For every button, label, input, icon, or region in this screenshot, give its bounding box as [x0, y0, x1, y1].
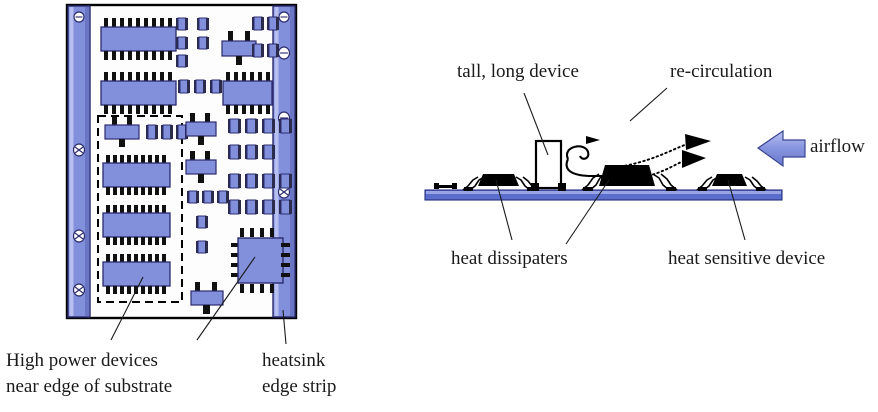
chip-resistor [252, 43, 264, 58]
tall-long-device [531, 139, 566, 191]
transistor [185, 113, 217, 145]
chip-resistor [279, 199, 292, 215]
chip-resistor [176, 17, 188, 31]
dip-package [102, 254, 171, 294]
chip-resistor [178, 79, 190, 94]
small-passive [434, 183, 457, 189]
leader-heat-sensitive [727, 179, 746, 241]
airflow-arrow [756, 129, 806, 168]
chip-resistor [279, 118, 292, 134]
chip-resistor [187, 190, 199, 204]
chip-resistor [197, 17, 209, 31]
heat-dissipater-2 [581, 165, 678, 191]
heat-dissipater-1 [462, 174, 538, 191]
chip-resistor [245, 118, 258, 134]
chip-resistor [217, 190, 229, 204]
chip-resistor [146, 124, 158, 140]
chip-resistor [267, 16, 279, 31]
label-high-power-line1: High power devices [6, 350, 158, 371]
chip-resistor [262, 144, 275, 160]
leader-heatsink [282, 309, 287, 345]
recirculation-vortex [565, 136, 611, 178]
chip-resistor [197, 36, 209, 50]
chip-resistor [245, 199, 258, 215]
label-heat-sensitive-device: heat sensitive device [668, 248, 825, 269]
dip-package [102, 205, 171, 245]
label-heatsink-line1: heatsink [262, 350, 326, 371]
label-heatsink-line2: edge strip [262, 376, 336, 397]
mount-hole [73, 11, 85, 23]
chip-resistor [279, 173, 292, 189]
chip-resistor [196, 240, 208, 254]
pcb-side-view-airflow: tall, long device re-circulation airflow… [424, 61, 865, 269]
mount-hole [277, 185, 291, 199]
label-tall-device: tall, long device [457, 61, 579, 82]
chip-resistor [262, 173, 275, 189]
label-recirculation: re-circulation [670, 61, 773, 82]
mount-hole [277, 46, 291, 60]
pcb-top-view: High power devices near edge of substrat… [6, 3, 336, 397]
chip-resistor [202, 190, 214, 204]
high-power-device-zone [97, 115, 183, 303]
chip-resistor [194, 79, 206, 94]
transistor [190, 282, 224, 314]
chip-resistor [262, 118, 275, 134]
substrate-board [424, 189, 783, 201]
chip-resistor [161, 124, 173, 140]
heatsink-strip-left [67, 5, 91, 318]
dip-package [100, 72, 177, 114]
transistor [104, 117, 140, 147]
leader-tall-device [523, 92, 549, 156]
leader-heat-dissipater-1 [495, 179, 513, 241]
chip-resistor [210, 79, 222, 94]
chip-resistor [228, 199, 241, 215]
label-heat-dissipaters: heat dissipaters [451, 248, 568, 269]
label-airflow: airflow [810, 136, 865, 157]
dip-package [100, 18, 177, 60]
chip-resistor [176, 54, 188, 68]
mount-hole [72, 143, 86, 157]
dip-package [222, 72, 273, 114]
transistor [185, 151, 217, 183]
chip-resistor [196, 215, 208, 229]
mount-hole [72, 229, 86, 243]
mount-hole [72, 283, 86, 297]
streamline-arrowhead [682, 150, 706, 168]
chip-resistor-cluster [176, 17, 209, 68]
qfp-package [231, 228, 290, 293]
chip-resistor [252, 16, 264, 31]
recirculation-streamlines [610, 134, 711, 181]
mount-hole [278, 11, 290, 23]
chip-resistor [267, 43, 279, 58]
chip-resistor [228, 118, 241, 134]
leader-high-power [110, 276, 144, 341]
chip-resistor [262, 199, 275, 215]
streamline-arrowhead [685, 134, 711, 150]
chip-resistor [228, 144, 241, 160]
leader-heat-dissipater-2 [565, 179, 610, 245]
chip-resistor [245, 144, 258, 160]
label-high-power-line2: near edge of substrate [6, 376, 172, 397]
leader-qfp [196, 256, 256, 341]
chip-resistor [228, 173, 241, 189]
heat-sensitive-device [696, 174, 767, 191]
dip-package [102, 155, 171, 195]
chip-resistor [176, 36, 188, 50]
chip-resistor-matrix [228, 118, 292, 215]
chip-resistor [245, 173, 258, 189]
leader-recirculation [629, 87, 668, 122]
